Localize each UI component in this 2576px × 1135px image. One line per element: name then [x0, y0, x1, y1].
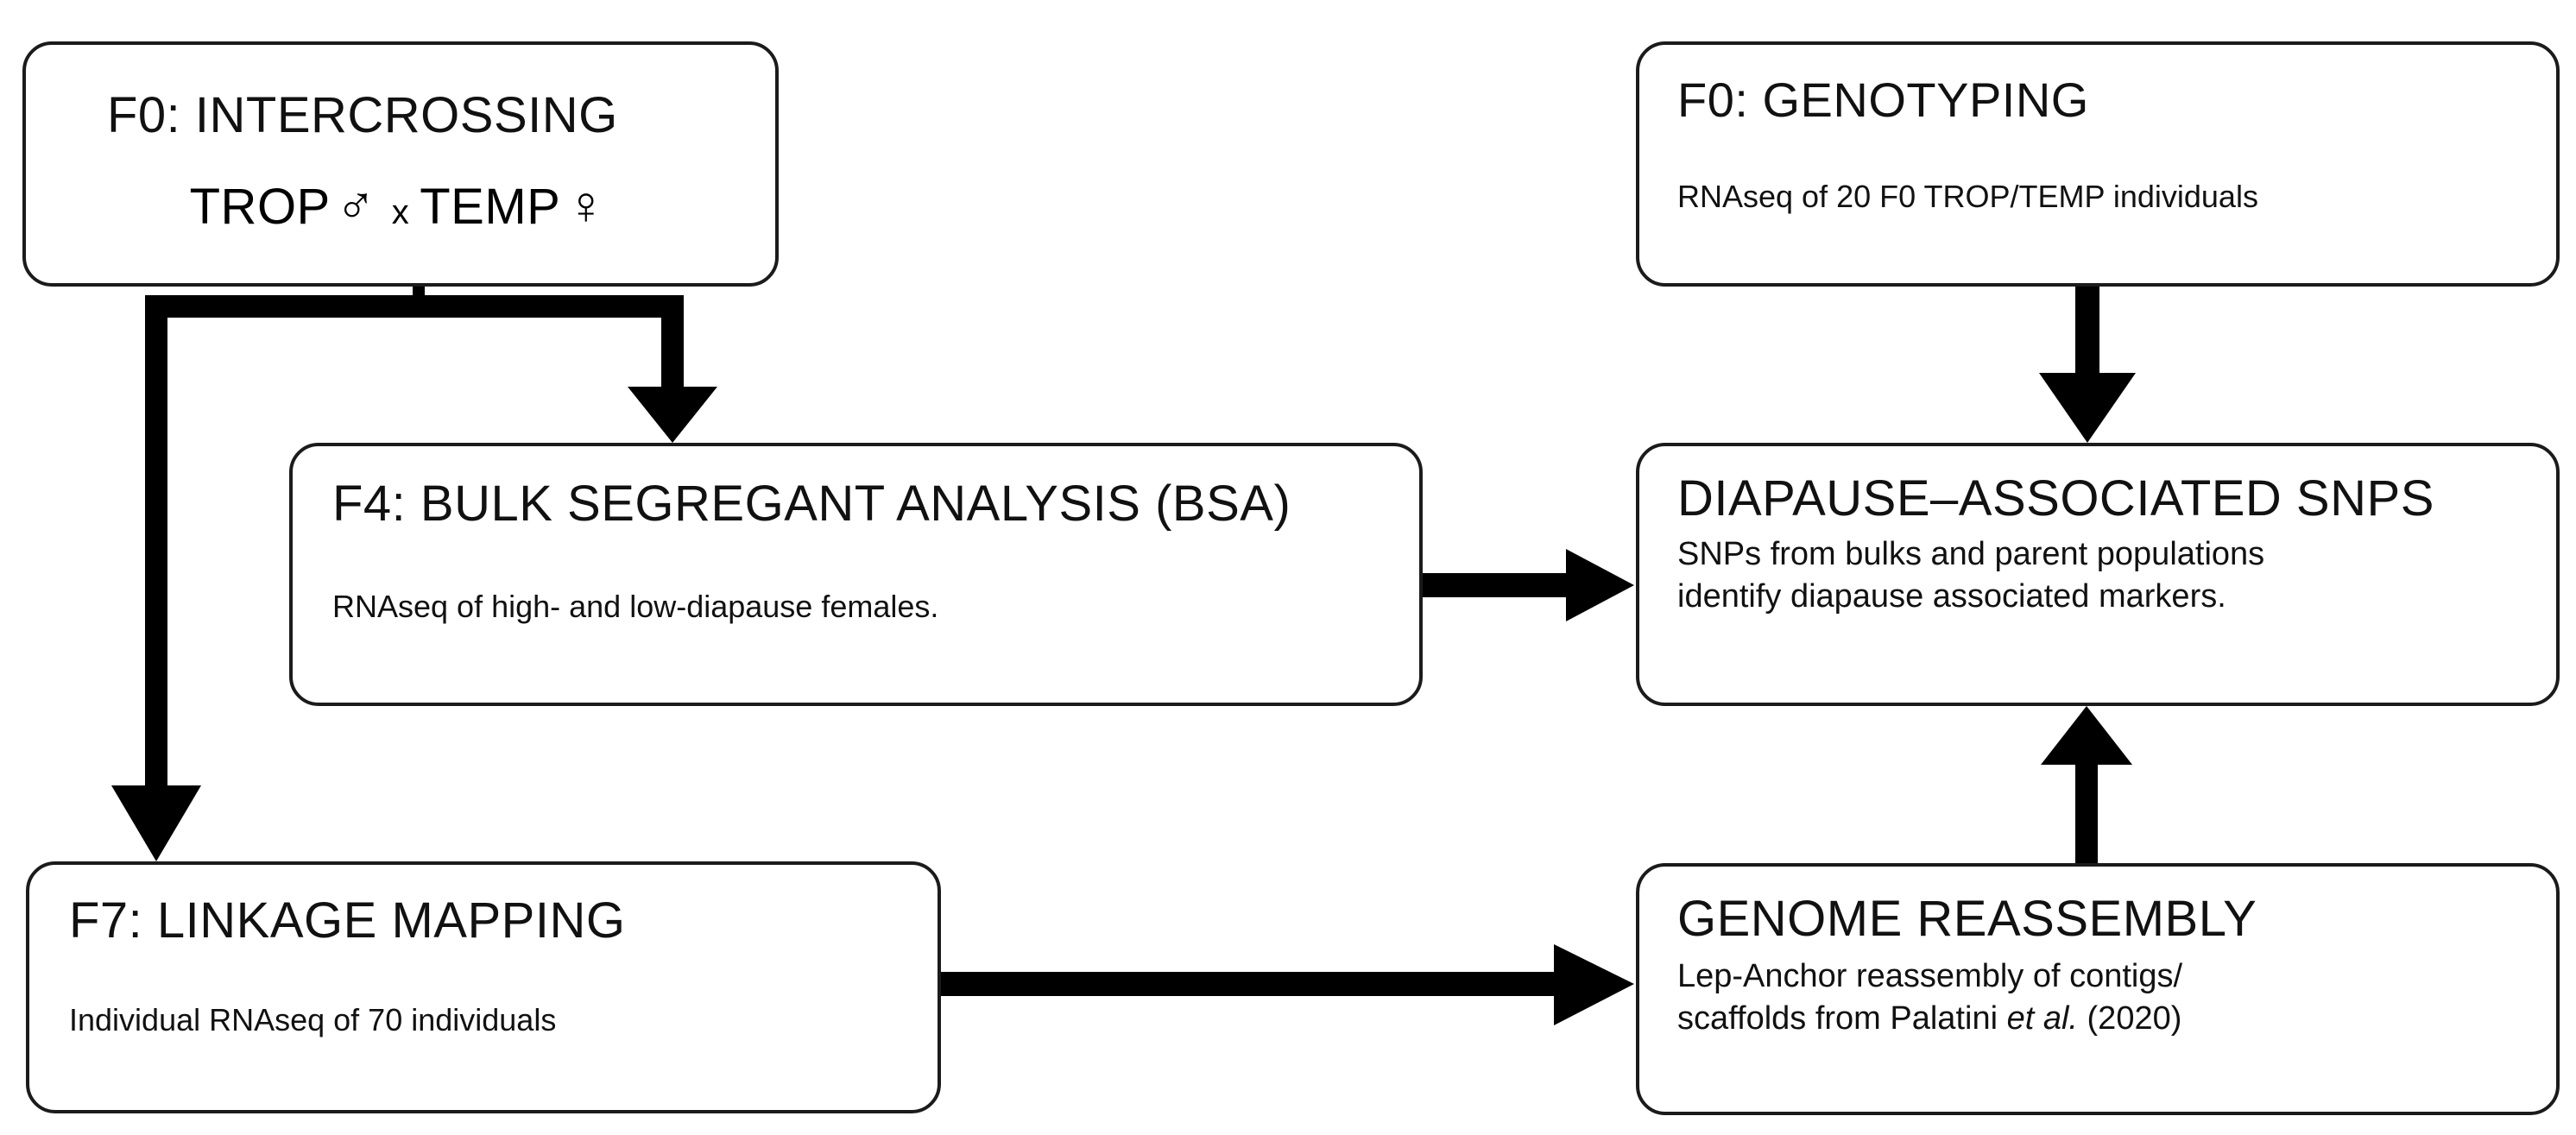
- parent-male-label: TROP: [189, 179, 331, 236]
- node-genotyping[interactable]: F0: GENOTYPING RNAseq of 20 F0 TROP/TEMP…: [1636, 41, 2560, 287]
- connector-genome-to-snps: [2041, 706, 2132, 863]
- genome-citation-pre: scaffolds from Palatini: [1677, 1000, 2007, 1037]
- node-intercrossing-title: F0: INTERCROSSING: [107, 86, 618, 143]
- genome-citation-etal: et al.: [2006, 1000, 2078, 1037]
- node-intercrossing-cross: TROP ♂ x TEMP ♀: [190, 178, 612, 236]
- node-bsa-body: RNAseq of high- and low-diapause females…: [332, 589, 939, 625]
- connector-linkage-to-genome: [939, 944, 1634, 1025]
- connector-intercrossing-to-linkage: [111, 295, 201, 861]
- female-symbol-icon: ♀: [565, 176, 607, 236]
- node-snps[interactable]: DIAPAUSE–ASSOCIATED SNPS SNPs from bulks…: [1636, 443, 2560, 706]
- node-linkage-title: F7: LINKAGE MAPPING: [69, 892, 626, 949]
- node-genome-body: Lep-Anchor reassembly of contigs/ scaffo…: [1677, 955, 2522, 1039]
- node-linkage-body: Individual RNAseq of 70 individuals: [69, 1002, 557, 1038]
- node-genome-body-line2: scaffolds from Palatini et al. (2020): [1677, 998, 2522, 1040]
- node-snps-body-line2: identify diapause associated markers.: [1677, 578, 2226, 615]
- node-bsa[interactable]: F4: BULK SEGREGANT ANALYSIS (BSA) RNAseq…: [289, 443, 1423, 706]
- node-genome-body-line1: Lep-Anchor reassembly of contigs/: [1677, 958, 2183, 995]
- connector-bsa-to-snps: [1421, 549, 1634, 621]
- node-intercrossing[interactable]: F0: INTERCROSSING TROP ♂ x TEMP ♀: [22, 41, 779, 287]
- node-genome[interactable]: GENOME REASSEMBLY Lep-Anchor reassembly …: [1636, 863, 2560, 1115]
- node-snps-title: DIAPAUSE–ASSOCIATED SNPS: [1677, 470, 2434, 527]
- node-snps-body: SNPs from bulks and parent populations i…: [1677, 533, 2522, 617]
- genome-citation-year: (2020): [2077, 1000, 2182, 1037]
- male-symbol-icon: ♂: [335, 176, 376, 236]
- node-linkage[interactable]: F7: LINKAGE MAPPING Individual RNAseq of…: [26, 861, 941, 1113]
- node-bsa-title: F4: BULK SEGREGANT ANALYSIS (BSA): [332, 476, 1291, 532]
- connector-intercrossing-split-bar: [145, 295, 684, 318]
- connector-genotyping-to-snps: [2039, 287, 2136, 443]
- node-genotyping-title: F0: GENOTYPING: [1677, 73, 2089, 127]
- node-snps-body-line1: SNPs from bulks and parent populations: [1677, 536, 2265, 573]
- parent-female-label: TEMP: [420, 179, 561, 236]
- node-genome-title: GENOME REASSEMBLY: [1677, 891, 2257, 947]
- node-genotyping-body: RNAseq of 20 F0 TROP/TEMP individuals: [1677, 179, 2258, 215]
- cross-operator: x: [391, 193, 410, 232]
- connector-intercrossing-to-bsa: [628, 295, 717, 443]
